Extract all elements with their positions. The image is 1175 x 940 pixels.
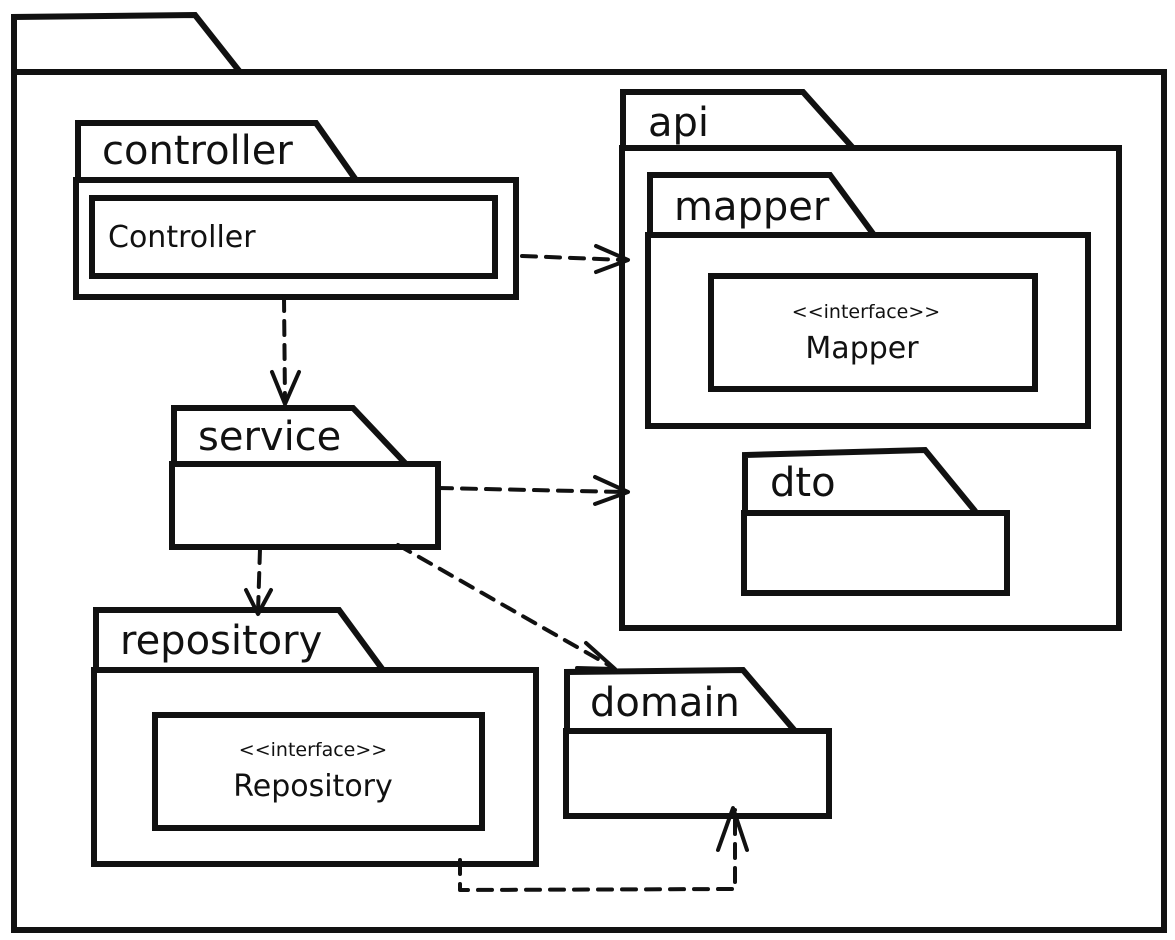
dependency-controller-to-service-line bbox=[282, 295, 287, 404]
dependency-service-to-api bbox=[436, 475, 630, 506]
dependency-controller-to-service-arrowhead bbox=[270, 370, 301, 406]
package-repository: repository <<interface>> Repository bbox=[91, 607, 539, 867]
package-root bbox=[11, 11, 1167, 933]
package-repository-label: repository bbox=[120, 618, 322, 664]
dependency-service-to-repository-arrowhead bbox=[244, 588, 273, 616]
dependency-service-to-domain-arrowhead bbox=[575, 641, 617, 671]
dependency-repository-to-domain-arrowhead bbox=[716, 806, 749, 852]
package-mapper-body bbox=[645, 232, 1091, 429]
package-api-label: api bbox=[648, 100, 709, 146]
class-controller-name: Controller bbox=[108, 220, 256, 255]
dependency-service-to-domain-line bbox=[396, 543, 614, 669]
dependency-repository-to-domain-line bbox=[458, 808, 737, 892]
class-mapper-name: Mapper bbox=[805, 331, 919, 366]
package-dto-label: dto bbox=[770, 460, 836, 506]
package-service-tab bbox=[171, 405, 409, 467]
package-api-body bbox=[619, 145, 1122, 631]
dependency-controller-to-api bbox=[520, 244, 630, 274]
package-repository-tab bbox=[93, 607, 386, 673]
class-repository-name: Repository bbox=[233, 769, 393, 804]
package-domain-tab bbox=[564, 666, 798, 734]
class-controller-box bbox=[89, 195, 498, 279]
dependency-service-to-api-arrowhead bbox=[593, 475, 630, 506]
package-repository-body bbox=[91, 667, 539, 867]
dependency-controller-to-api-line bbox=[520, 254, 627, 262]
package-root-body bbox=[11, 69, 1167, 933]
dependency-repository-to-domain bbox=[458, 806, 749, 892]
class-mapper-stereotype: <<interface>> bbox=[792, 301, 940, 323]
dependency-service-to-domain bbox=[396, 543, 617, 671]
package-api: api bbox=[619, 89, 1122, 631]
package-dto-body bbox=[741, 510, 1010, 596]
package-service-body bbox=[169, 461, 441, 550]
class-repository-stereotype: <<interface>> bbox=[239, 739, 387, 761]
dependency-service-to-repository-line bbox=[256, 547, 262, 614]
package-mapper-label: mapper bbox=[674, 184, 830, 230]
package-controller-label: controller bbox=[102, 128, 293, 174]
class-mapper-box bbox=[708, 273, 1038, 392]
package-root-tab bbox=[11, 11, 243, 75]
package-service: service bbox=[169, 405, 441, 550]
package-domain-body bbox=[563, 728, 832, 819]
dependency-service-to-repository bbox=[244, 547, 273, 616]
package-domain: domain bbox=[563, 666, 832, 819]
dependency-controller-to-api-arrowhead bbox=[594, 244, 630, 274]
class-repository-box bbox=[152, 712, 485, 831]
package-service-label: service bbox=[198, 414, 341, 460]
package-api-tab bbox=[620, 89, 856, 151]
package-controller-tab bbox=[75, 120, 359, 183]
dependency-controller-to-service bbox=[270, 295, 301, 406]
package-mapper-tab bbox=[647, 172, 877, 238]
dependency-service-to-api-line bbox=[436, 486, 627, 494]
package-dto: dto bbox=[741, 446, 1010, 596]
package-dto-tab bbox=[742, 446, 978, 516]
package-controller: controller Controller bbox=[73, 120, 519, 300]
package-controller-body bbox=[73, 177, 519, 300]
package-mapper: mapper <<interface>> Mapper bbox=[645, 172, 1091, 429]
package-domain-label: domain bbox=[590, 680, 740, 726]
